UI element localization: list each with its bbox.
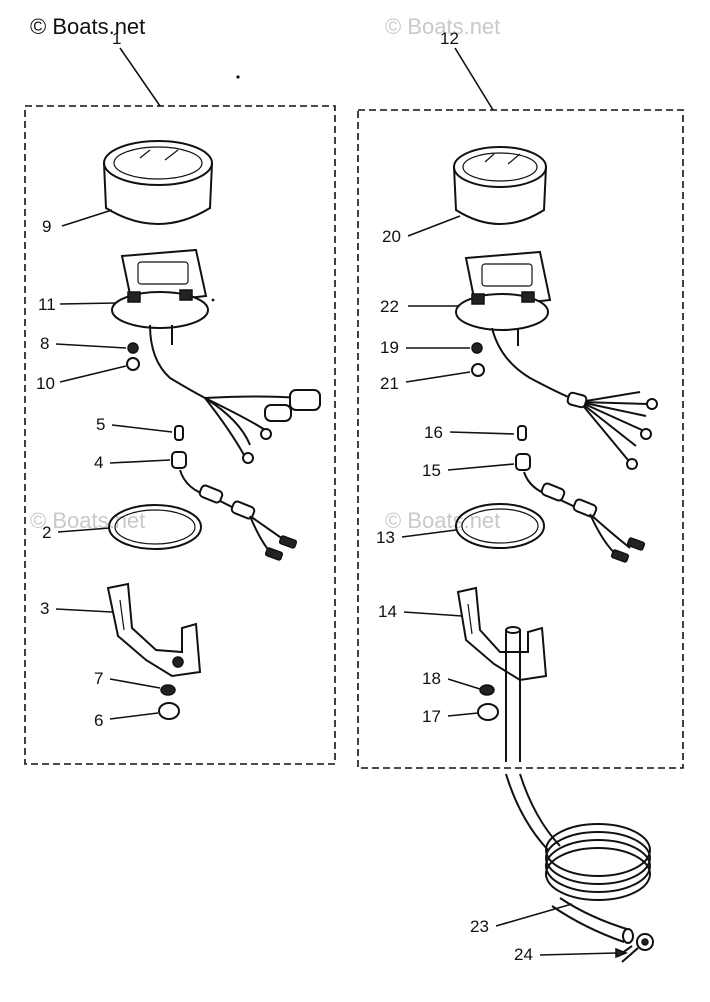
- leader-23: [495, 903, 573, 927]
- leader-5: [111, 424, 173, 433]
- nut-right-17: [477, 703, 499, 721]
- gauge-cover-left: [103, 140, 213, 225]
- gasket-ring-left: [108, 504, 202, 550]
- leader-8: [55, 343, 127, 349]
- washer-right-18: [479, 684, 495, 696]
- mounting-bracket-left: [106, 582, 202, 678]
- watermark-faint-left: © Boats.net: [30, 508, 145, 533]
- leader-3: [55, 608, 113, 613]
- leader-10: [59, 365, 127, 383]
- nut-left-6: [158, 702, 180, 720]
- callout-22: 22: [380, 297, 399, 316]
- callout-9: 9: [42, 217, 51, 236]
- leader-13: [401, 529, 457, 538]
- leader-2: [57, 527, 111, 533]
- nut-right-21: [471, 363, 485, 377]
- watermark-faint-right: © Boats.net: [385, 508, 500, 533]
- callout-10: 10: [36, 374, 55, 393]
- assembly-right-box: [357, 109, 684, 769]
- lamp-socket-right: [515, 453, 646, 563]
- leader-20: [407, 215, 461, 237]
- callout-16: 16: [424, 423, 443, 442]
- coiled-hose: [505, 773, 651, 944]
- leader-24: [539, 952, 617, 956]
- callout-5: 5: [96, 415, 105, 434]
- callout-4: 4: [94, 453, 103, 472]
- pin-left-5: [174, 425, 184, 441]
- gauge-body-left: [111, 248, 321, 464]
- lamp-socket-left: [171, 451, 298, 561]
- watermark-faint-top: © Boats.net: [385, 14, 500, 39]
- callout-15: 15: [422, 461, 441, 480]
- callout-6: 6: [94, 711, 103, 730]
- leader-6: [109, 712, 159, 720]
- callout-11: 11: [38, 295, 56, 314]
- speck: [236, 75, 240, 79]
- leader-21: [405, 371, 471, 383]
- pitot-tube: [505, 626, 521, 762]
- washer-right-19: [471, 342, 483, 354]
- assembly-left-box: [24, 105, 336, 765]
- leader-11: [59, 302, 117, 305]
- callout-3: 3: [40, 599, 49, 618]
- callout-7: 7: [94, 669, 103, 688]
- leader-14: [403, 611, 463, 617]
- callout-13: 13: [376, 528, 395, 547]
- speck: [211, 298, 215, 302]
- assembly-left-label: 1: [112, 29, 121, 48]
- leader-4: [109, 459, 171, 464]
- gauge-body-right: [455, 250, 658, 470]
- pin-right-16: [517, 425, 527, 441]
- callout-2: 2: [42, 523, 51, 542]
- callout-18: 18: [422, 669, 441, 688]
- washer-left-8: [127, 342, 139, 354]
- callout-20: 20: [382, 227, 401, 246]
- assembly-right-leader: [454, 47, 494, 111]
- leader-24-arrow: [615, 947, 629, 959]
- gasket-ring-right: [455, 503, 545, 549]
- washer-left-7: [160, 684, 176, 696]
- nut-left-10: [126, 357, 140, 371]
- watermark-brand: © Boats.net: [30, 14, 145, 39]
- gauge-cover-right: [453, 146, 547, 225]
- callout-19: 19: [380, 338, 399, 357]
- leader-17: [447, 712, 479, 717]
- callout-24: 24: [514, 945, 533, 964]
- leader-15: [447, 463, 515, 471]
- leader-16: [449, 431, 515, 435]
- leader-7: [109, 678, 161, 689]
- leader-9: [61, 209, 113, 227]
- callout-14: 14: [378, 602, 397, 621]
- callout-17: 17: [422, 707, 441, 726]
- callout-21: 21: [380, 374, 399, 393]
- leader-18: [447, 678, 481, 690]
- assembly-left-leader: [119, 47, 161, 107]
- callout-23: 23: [470, 917, 489, 936]
- assembly-right-label: 12: [440, 29, 459, 48]
- mounting-bracket-right: [456, 586, 548, 682]
- callout-8: 8: [40, 334, 49, 353]
